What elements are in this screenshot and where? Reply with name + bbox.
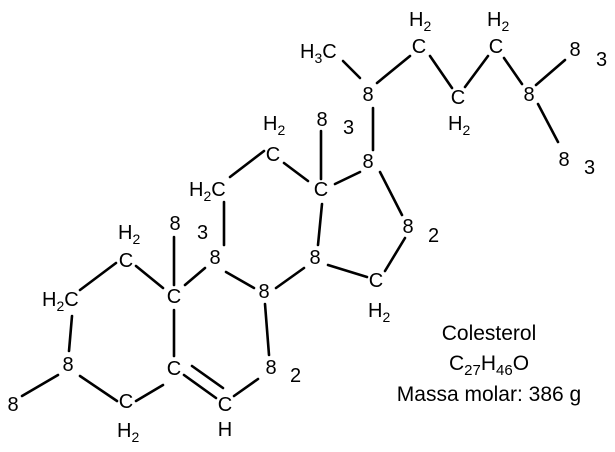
atom-overlap-glyph: 8 (362, 84, 373, 106)
molecular-formula: C27H46O (449, 352, 529, 379)
atom-carbon: C (489, 36, 503, 58)
atom-carbon: C (119, 391, 133, 413)
atom-overlap-glyph: 8 (265, 357, 276, 379)
bond (224, 270, 256, 290)
molar-mass: Massa molar: 386 g (397, 383, 581, 406)
atom-carbon: C (314, 179, 328, 201)
bond (463, 54, 490, 89)
atom-label-h2: H2 (118, 222, 140, 247)
bond (232, 377, 260, 398)
atom-carbon: C (167, 286, 181, 308)
bond (375, 54, 412, 85)
bond (502, 56, 524, 86)
bond (78, 374, 119, 403)
atom-carbon: C (119, 250, 133, 272)
molecule-name: Colesterol (442, 322, 537, 345)
atom-carbon: C (412, 36, 426, 58)
bond (263, 302, 271, 357)
atom-carbon: C (266, 144, 280, 166)
atom-label-h2: H2 (448, 113, 470, 138)
atom-overlap-glyph: 8 (169, 213, 180, 235)
atom-label-h2: H2 (117, 420, 139, 445)
bond (428, 54, 454, 90)
atom-overlap-glyph: 8 (558, 149, 569, 171)
atom-label-h2: H2 (487, 9, 509, 34)
atom-overlap-glyph: 8 (309, 247, 320, 269)
atom-label-methyl-h3c: H3C (300, 41, 337, 66)
atom-label-subscript-3: 3 (197, 222, 208, 244)
bond (383, 236, 407, 273)
atom-label-subscript-3: 3 (596, 49, 607, 71)
atom-overlap-glyph: 8 (209, 247, 220, 269)
atom-labels: H3C H2 C H2 C C H2 8 8 8 3 8 3 8 3 8 8 2… (7, 9, 607, 445)
atom-label-subscript-3: 3 (584, 157, 595, 179)
bond-lines (20, 54, 567, 403)
bond (378, 170, 404, 217)
atom-overlap-glyph: 8 (316, 109, 327, 131)
atom-label-subscript-2: 2 (428, 225, 439, 247)
bond (20, 373, 60, 398)
atom-label-subscript-3: 3 (343, 117, 354, 139)
bond (78, 261, 118, 292)
atom-label-h2c: H2C (42, 289, 79, 314)
atom-overlap-glyph: 8 (402, 216, 413, 238)
atom-label-h2: H2 (263, 113, 285, 138)
bond (316, 202, 324, 247)
atom-carbon: C (451, 87, 465, 109)
atom-carbon: C (369, 270, 383, 292)
atom-overlap-glyph: 8 (258, 281, 269, 303)
atom-label-h: H (218, 419, 232, 441)
atom-label-h2: H2 (409, 9, 431, 34)
bond (536, 102, 560, 144)
bond (134, 264, 165, 290)
bond (228, 149, 266, 179)
atom-label-h2c: H2C (189, 179, 226, 204)
atom-overlap-glyph: 8 (523, 84, 534, 106)
atom-overlap-glyph-hydroxyl: 8 (7, 394, 18, 416)
atom-label-subscript-2: 2 (290, 365, 301, 387)
bond (333, 170, 362, 186)
bond (134, 383, 165, 403)
atom-carbon: C (167, 358, 181, 380)
bond (67, 314, 74, 353)
atom-overlap-glyph: 8 (569, 39, 580, 61)
atom-overlap-glyph: 8 (362, 151, 373, 173)
bond (190, 364, 225, 390)
atom-overlap-glyph: 8 (62, 354, 73, 376)
atom-carbon: C (218, 394, 232, 416)
bond (183, 266, 207, 287)
bond (182, 373, 218, 400)
bond (326, 263, 369, 279)
molecule-caption: Colesterol C27H46O Massa molar: 386 g (397, 322, 581, 406)
bond (341, 59, 362, 80)
bond (282, 161, 310, 183)
bond (274, 266, 306, 290)
atom-label-h2: H2 (368, 300, 390, 325)
bond (534, 58, 567, 87)
